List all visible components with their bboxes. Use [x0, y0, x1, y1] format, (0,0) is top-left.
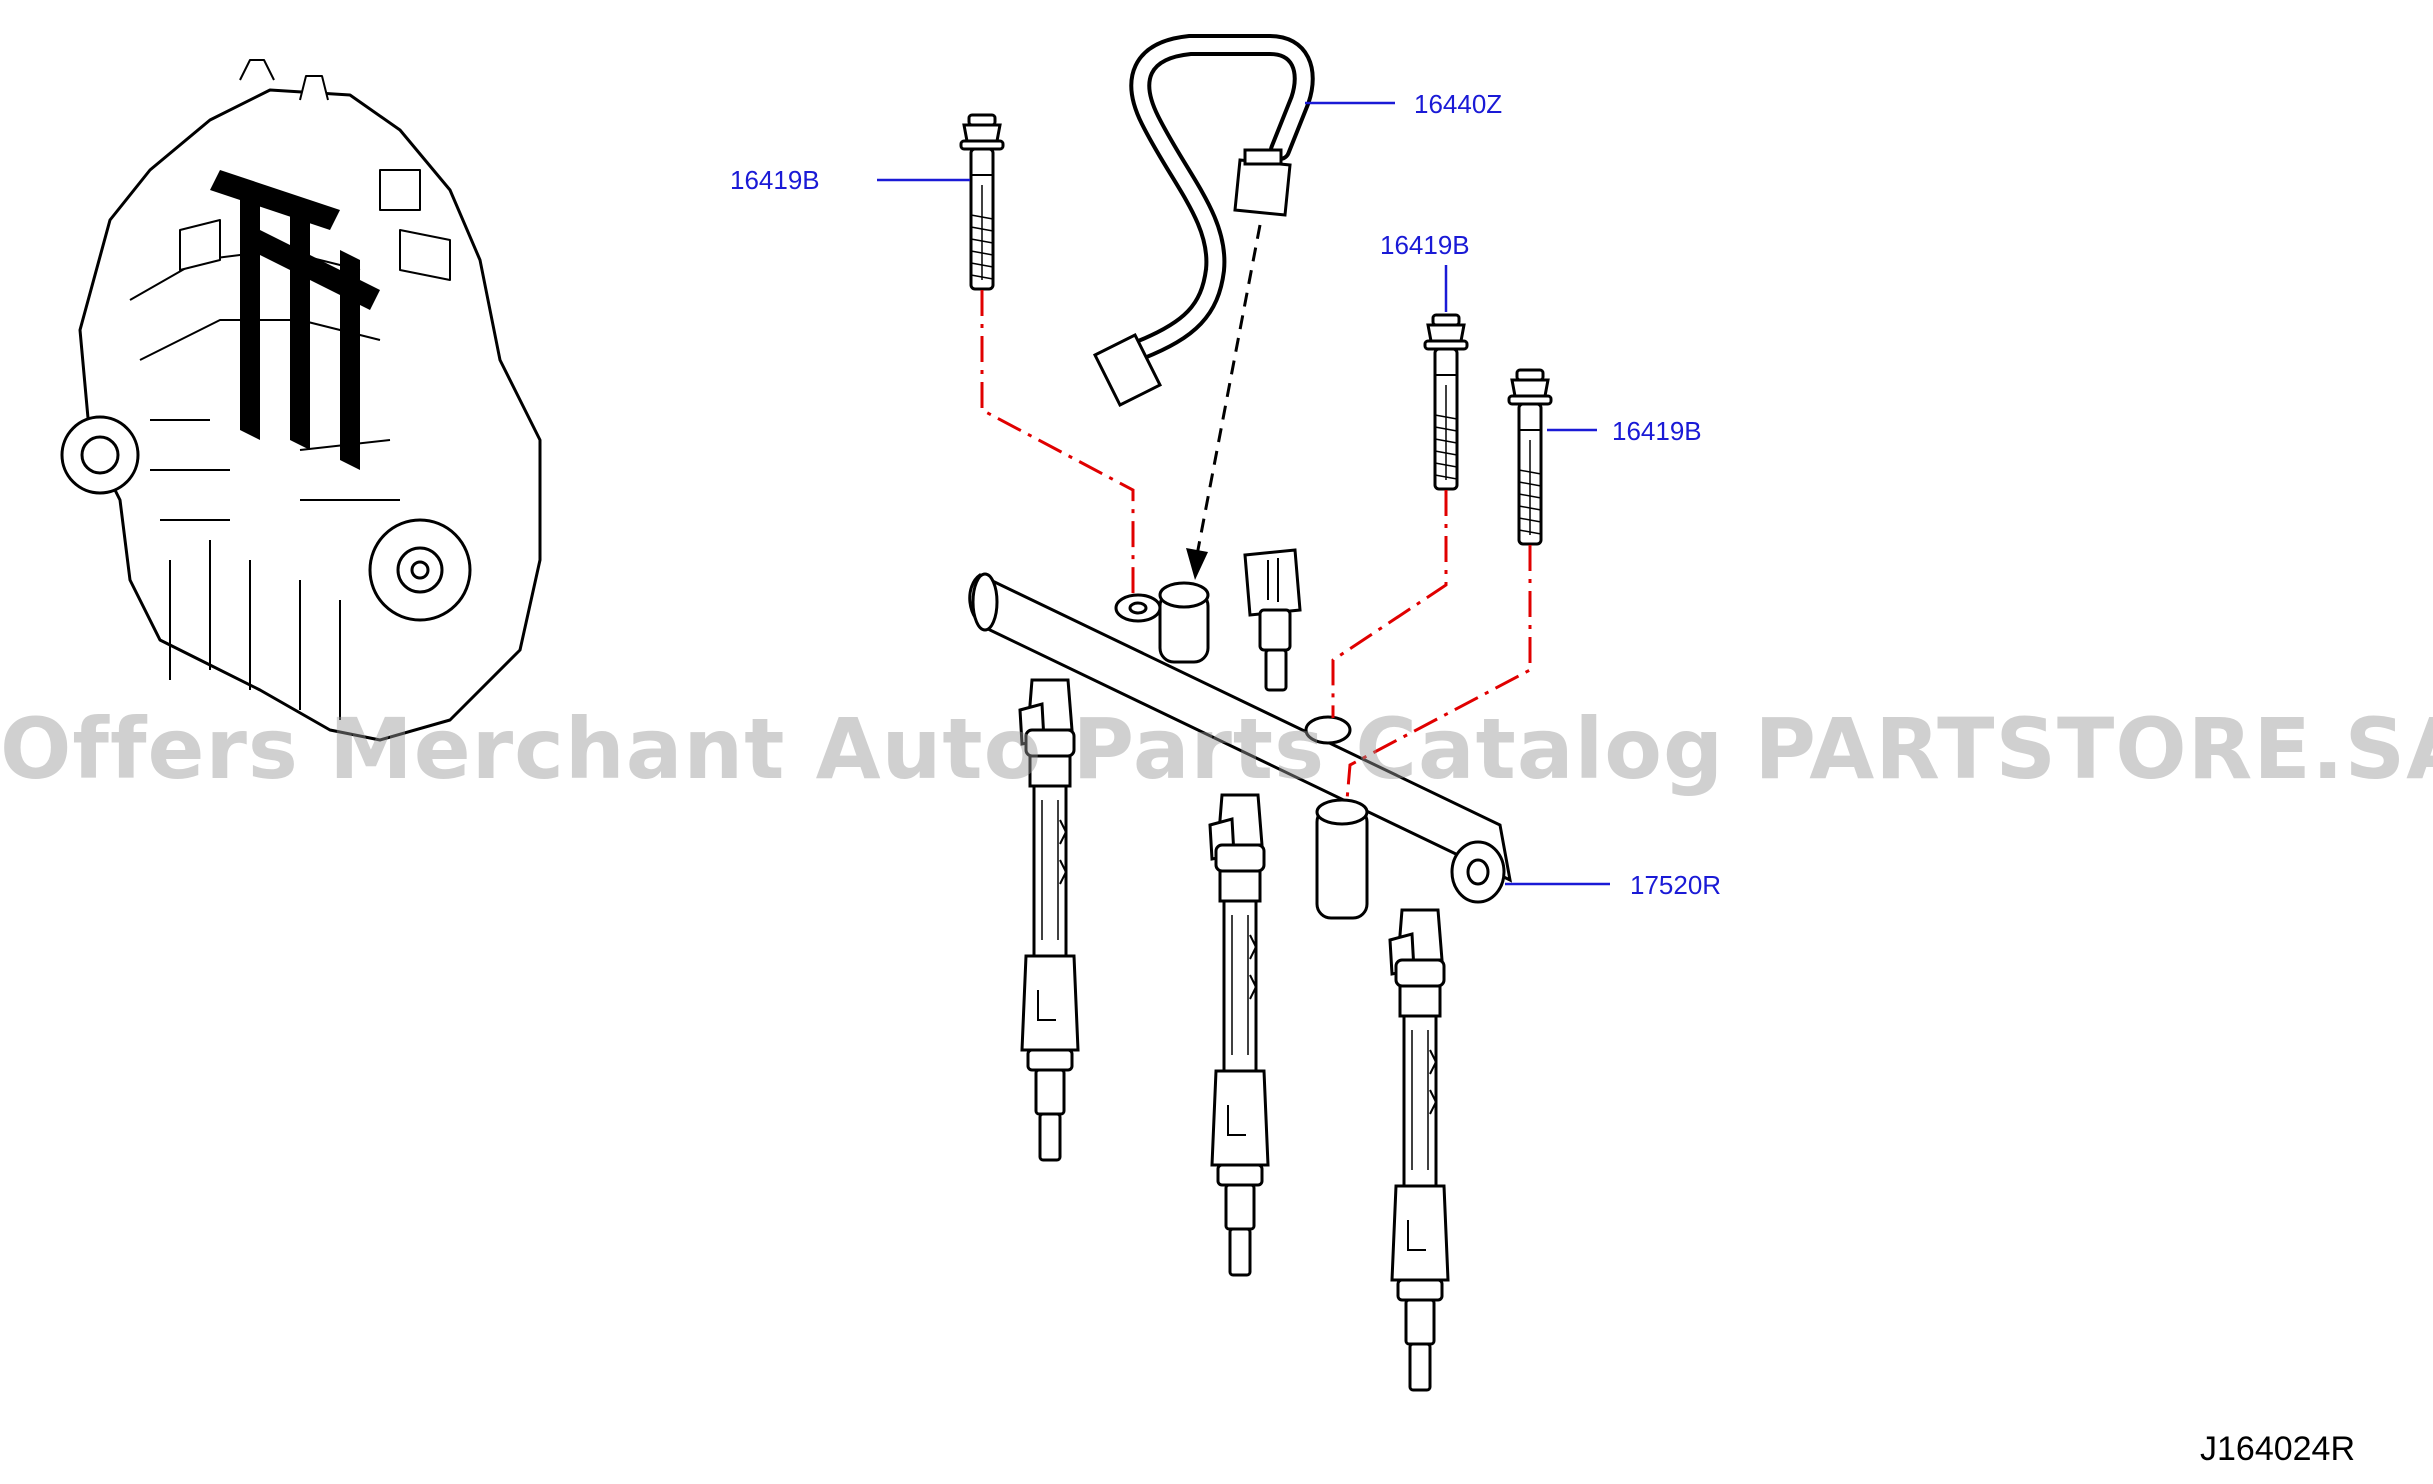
callout-16419b-right[interactable]: 16419B	[1612, 416, 1702, 446]
bolt-right-illustration	[1507, 368, 1553, 546]
injector-3-illustration	[1388, 908, 1450, 1392]
assembly-guide-lines	[980, 290, 1532, 801]
callout-17520r[interactable]: 17520R	[1630, 870, 1722, 900]
diagram-code: J164024R	[2200, 1430, 2356, 1468]
pipe-guide-arrow	[1186, 224, 1262, 580]
injector-1-illustration	[1018, 678, 1080, 1162]
callout-16440z[interactable]: 16440Z	[1414, 89, 1503, 119]
callout-leader-lines	[877, 101, 1610, 886]
bolt-left-illustration	[959, 113, 1005, 291]
injector-2-illustration	[1208, 793, 1270, 1277]
bolt-middle-illustration	[1423, 313, 1469, 491]
engine-assembly-illustration	[60, 59, 542, 742]
callout-16419b-left[interactable]: 16419B	[730, 165, 820, 195]
fuel-rail-illustration	[968, 548, 1513, 920]
fuel-pipe-illustration	[1092, 34, 1315, 408]
callout-16419b-middle[interactable]: 16419B	[1380, 230, 1470, 260]
